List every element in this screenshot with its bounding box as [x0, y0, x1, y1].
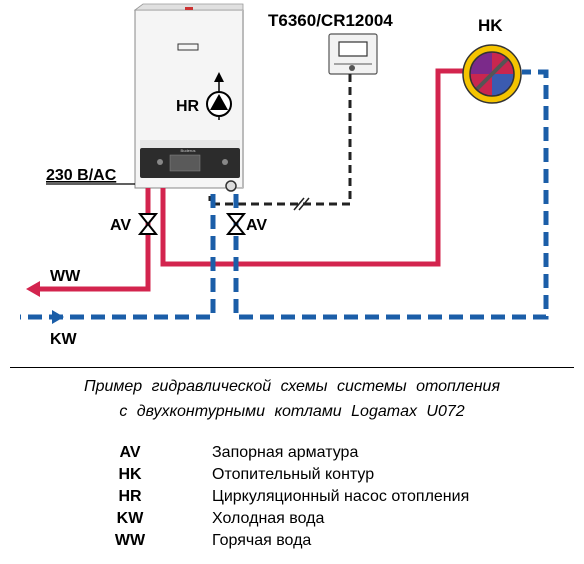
ww-label: WW [50, 268, 81, 285]
gauge-icon [225, 180, 237, 192]
legend-row: WW Горячая вода [0, 532, 584, 554]
valve-icon [225, 213, 247, 235]
legend-code: WW [114, 532, 146, 549]
legend-row: HR Циркуляционный насос отопления [0, 488, 584, 510]
control-wire [208, 74, 352, 206]
hk-label: HK [478, 16, 503, 35]
legend-text: Циркуляционный насос отопления [212, 488, 470, 505]
legend-row: AV Запорная арматура [0, 444, 584, 466]
room-thermostat-icon [328, 33, 378, 75]
legend-text: Отопительный контур [212, 466, 375, 483]
kw-label: KW [50, 331, 78, 348]
cold-pipes [20, 69, 549, 320]
boiler: Buderus [133, 3, 244, 192]
hot-water-arrow [26, 281, 40, 297]
caption: Пример гидравлической схемы системы отоп… [0, 374, 584, 424]
legend-text: Запорная арматура [212, 444, 359, 461]
controller-label: T6360/CR12004 [268, 11, 393, 30]
legend-row: HK Отопительный контур [0, 466, 584, 488]
cold-water-arrow [52, 310, 64, 324]
legend-row: KW Холодная вода [0, 510, 584, 532]
power-label: 230 B/AC [46, 167, 117, 184]
hydraulic-diagram: Buderus HR T6360/CR12004 AV [20, 3, 549, 348]
legend-code: KW [116, 510, 144, 527]
separator-line [10, 367, 574, 368]
av-right-label: AV [246, 217, 267, 234]
heating-circuit-icon [462, 44, 522, 104]
hr-label: HR [176, 98, 200, 115]
valve-icon [137, 213, 159, 235]
caption-line-1: Пример гидравлической схемы системы отоп… [84, 378, 500, 395]
legend-text: Горячая вода [212, 532, 312, 549]
caption-line-2: с двухконтурными котлами Logamax U072 [119, 403, 465, 420]
av-left-label: AV [110, 217, 131, 234]
legend-code: AV [119, 444, 141, 461]
legend-code: HR [118, 488, 142, 505]
pump-icon [206, 72, 232, 120]
legend-text: Холодная вода [212, 510, 325, 527]
svg-text:Buderus: Buderus [181, 148, 196, 153]
legend-code: HK [118, 466, 142, 483]
